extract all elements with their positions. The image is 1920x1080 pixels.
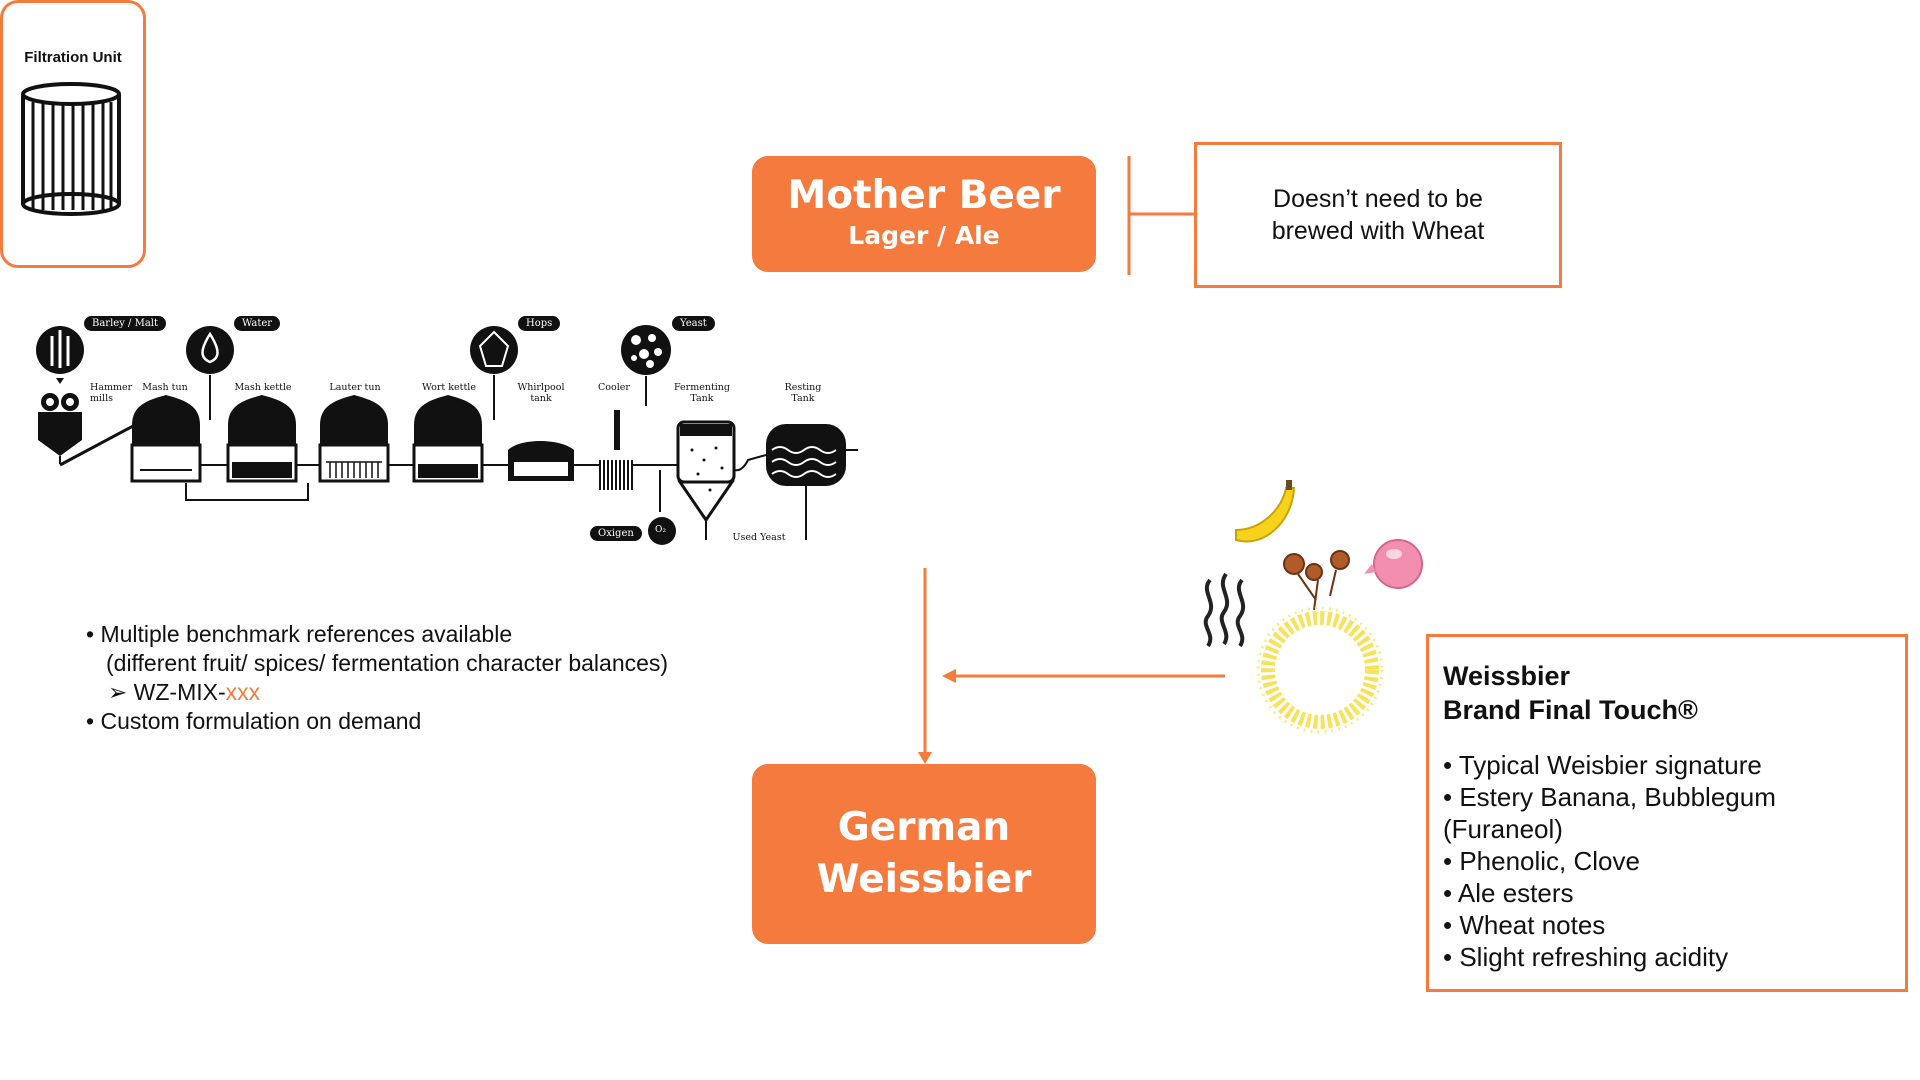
- sub-bullet-prefix: WZ-MIX-: [133, 679, 226, 705]
- profile-item: • Estery Banana, Bubblegum: [1443, 782, 1776, 812]
- oxygen-icon: [648, 517, 676, 545]
- bullet-continuation: (different fruit/ spices/ fermentation c…: [106, 650, 669, 676]
- mother-beer-box: Mother Beer Lager / Ale: [752, 156, 1096, 272]
- flavour-icons: [1203, 480, 1423, 734]
- wort-kettle-icon: [412, 395, 484, 483]
- yellow-ring-icon: [1256, 606, 1384, 734]
- stage-lauter-tun: Lauter tun: [329, 382, 381, 393]
- yeast-icon: [621, 325, 671, 375]
- german-weissbier-line1: German: [837, 805, 1011, 850]
- aroma-waves-icon: [1203, 572, 1246, 648]
- bubblegum-icon: [1364, 539, 1423, 589]
- stage-whirlpool: Whirlpool tank: [517, 382, 565, 404]
- weissbier-profile-box: Weissbier Brand Final Touch® • Typical W…: [1426, 634, 1908, 992]
- profile-item: • Typical Weisbier signature: [1443, 750, 1762, 780]
- stage-hammer: Hammer mills: [90, 382, 133, 404]
- banana-icon: [1235, 480, 1296, 543]
- sub-bullet-suffix: xxx: [225, 679, 261, 705]
- bullet-item: • Multiple benchmark references availabl…: [86, 621, 513, 647]
- bullet-custom: Custom formulation on demand: [100, 708, 422, 734]
- profile-title: Weissbier Brand Final Touch®: [1443, 659, 1905, 727]
- stage-wort-kettle: Wort kettle: [422, 382, 476, 393]
- hops-tag: Hops: [518, 316, 561, 331]
- filter-cartridge-icon: [21, 82, 121, 216]
- profile-item: • Ale esters: [1443, 878, 1574, 908]
- mash-tun-icon: [130, 395, 202, 483]
- oxygen-tag: Oxigen: [590, 526, 642, 541]
- profile-list: • Typical Weisbier signature • Estery Ba…: [1443, 749, 1905, 973]
- resting-tank-icon: [766, 424, 846, 486]
- profile-item: • Slight refreshing acidity: [1443, 942, 1729, 972]
- benchmark-bullets: • Multiple benchmark references availabl…: [86, 620, 786, 736]
- hops-icon: [470, 326, 518, 374]
- o2-label: O₂: [655, 525, 666, 535]
- profile-title-line1: Weissbier: [1443, 661, 1571, 691]
- stage-fermenting: Fermenting Tank: [673, 382, 731, 404]
- sub-bullet-item: ➢ WZ-MIX-xxx: [108, 679, 261, 705]
- stage-used-yeast: Used Yeast: [732, 532, 786, 543]
- barley-tag: Barley / Malt: [84, 316, 167, 331]
- whirlpool-tank-icon: [508, 441, 574, 481]
- filtration-unit-box: Filtration Unit: [0, 0, 146, 268]
- water-tag: Water: [234, 316, 281, 331]
- fermenting-tank-icon: [676, 420, 736, 523]
- bullet-item: • Custom formulation on demand: [86, 708, 422, 734]
- hammer-mill-icon: [38, 393, 82, 456]
- mother-beer-title: Mother Beer: [787, 173, 1061, 218]
- stage-mash-kettle: Mash kettle: [234, 382, 292, 393]
- profile-item: • Wheat notes: [1443, 910, 1606, 940]
- stage-resting: Resting Tank: [784, 382, 822, 404]
- profile-item: (Furaneol): [1443, 814, 1563, 844]
- stage-cooler: Cooler: [598, 382, 630, 393]
- german-weissbier-line2: Weissbier: [816, 857, 1032, 902]
- brewing-process-diagram: [36, 325, 858, 545]
- wheat-note-line1: Doesn’t need to be: [1273, 185, 1483, 213]
- mother-beer-subtitle: Lager / Ale: [848, 221, 1000, 250]
- filtration-unit-label: Filtration Unit: [24, 49, 122, 66]
- wheat-note-box: Doesn’t need to be brewed with Wheat: [1194, 142, 1562, 288]
- mash-kettle-icon: [226, 395, 298, 483]
- clove-icon: [1283, 550, 1350, 611]
- cooler-icon: [599, 410, 633, 490]
- water-icon: [186, 326, 234, 374]
- bullet-benchmark: Multiple benchmark references available: [100, 621, 513, 647]
- stage-mash-tun: Mash tun: [142, 382, 188, 393]
- wheat-note-line2: brewed with Wheat: [1271, 217, 1485, 245]
- profile-item: • Phenolic, Clove: [1443, 846, 1640, 876]
- yeast-tag: Yeast: [672, 316, 715, 331]
- profile-title-line2: Brand Final Touch®: [1443, 695, 1698, 725]
- lauter-tun-icon: [318, 395, 390, 483]
- german-weissbier-box: German Weissbier: [752, 764, 1096, 944]
